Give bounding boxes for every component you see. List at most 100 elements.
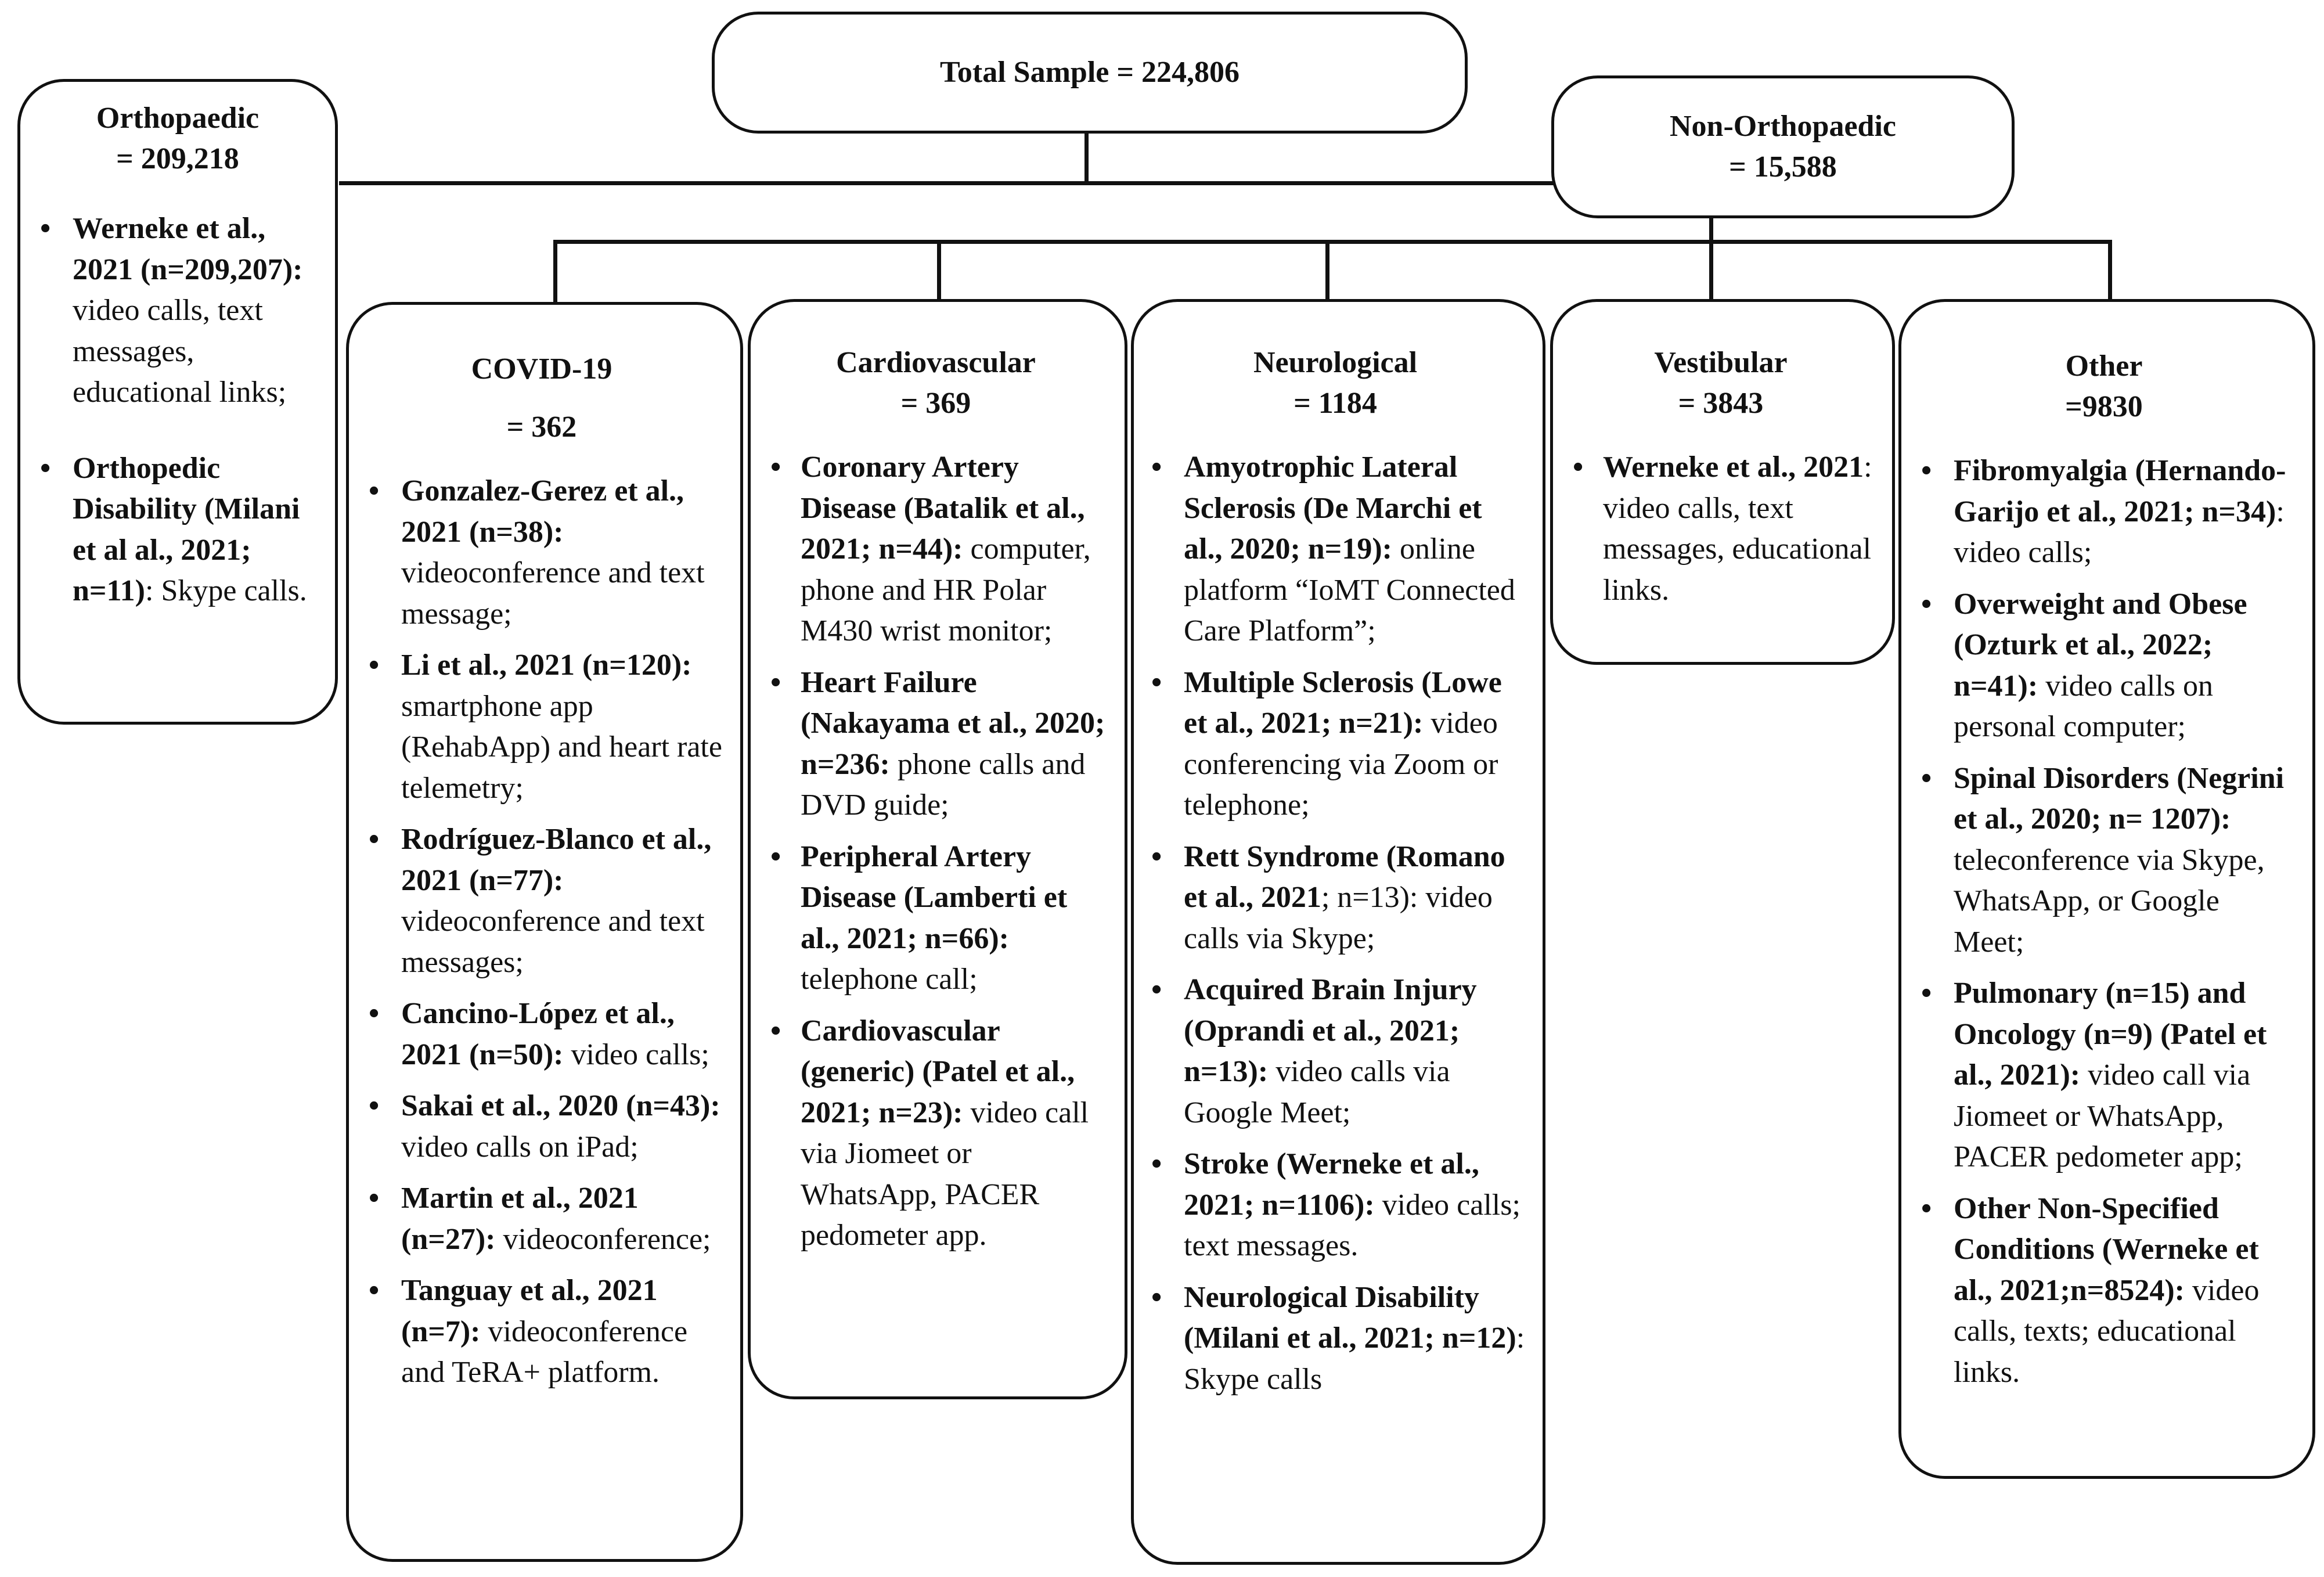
connector-cardio-down — [937, 240, 941, 299]
study-citation: Li et al., 2021 (n=120): — [401, 649, 692, 682]
connector-main-horizontal — [339, 181, 1559, 185]
list-item: • Tanguay et al., 2021 (n=7): videoconfer… — [361, 1270, 723, 1394]
study-citation: Sakai et al., 2020 (n=43): — [401, 1089, 720, 1122]
bullet: • — [369, 649, 380, 682]
study-citation: Spinal Disorders (Negrini et al., 2020; … — [1954, 761, 2285, 836]
bullet: • — [1151, 973, 1162, 1006]
list-item: • Rett Syndrome (Romano et al., 2021; n=1… — [1143, 837, 1527, 960]
study-citation: Coronary Artery Disease (Batalik et al.,… — [801, 451, 1085, 566]
study-method: phone calls and DVD guide; — [801, 747, 1086, 822]
list-item: •Martin et al., 2021 (n=27): videoconfer… — [361, 1178, 723, 1260]
bullet: • — [1921, 1191, 1932, 1225]
study-citation: Multiple Sclerosis (Lowe et al., 2021; n… — [1184, 665, 1502, 740]
study-citation: Rodríguez-Blanco et al., 2021 (n=77): — [401, 823, 712, 897]
bullet: • — [369, 1274, 380, 1307]
list-item: •Peripheral Artery Disease (Lamberti et … — [762, 837, 1109, 1000]
list-item: • Spinal Disorders (Negrini et al., 2020;… — [1913, 758, 2295, 963]
connector-vestibular-down — [1709, 240, 1713, 299]
bullet: • — [369, 474, 380, 507]
study-method: video calls; text messages. — [1184, 1188, 1520, 1263]
vestibular-list: •Werneke et al., 2021: video calls, text… — [1565, 447, 1877, 611]
covid-box: COVID-19 = 362 •Gonzalez-Gerez et al., 2… — [346, 302, 743, 1562]
study-method: video calls on personal computer; — [1954, 669, 2214, 744]
list-item: • Li et al., 2021 (n=120): smartphone app… — [361, 645, 723, 809]
vestibular-count: = 3843 — [1678, 387, 1764, 420]
covid-count: = 362 — [506, 411, 577, 444]
study-method: : Skype calls. — [145, 574, 307, 607]
cardiovascular-title: Cardiovascular — [836, 346, 1036, 379]
list-item: •Pulmonary (n=15) and Oncology (n=9) (Pa… — [1913, 973, 2295, 1178]
other-box: Other =9830 • Fibromyalgia (Hernando-Gari… — [1898, 299, 2315, 1479]
orthopaedic-count: = 209,218 — [116, 142, 239, 175]
study-citation: Fibromyalgia (Hernando-Garijo et al., 20… — [1954, 454, 2286, 528]
other-list: • Fibromyalgia (Hernando-Garijo et al., 2… — [1913, 451, 2295, 1393]
bullet: • — [1921, 454, 1932, 487]
list-item: •Werneke et al., 2021 (n=209,207): video… — [32, 208, 323, 413]
study-citation: Cancino-López et al., 2021 (n=50): — [401, 997, 675, 1071]
connector-other-down — [2108, 240, 2112, 299]
study-citation: Neurological Disability (Milani et al., … — [1184, 1280, 1516, 1355]
study-citation: Werneke et al., 2021 (n=209,207): — [73, 212, 303, 286]
other-count: =9830 — [2065, 390, 2143, 423]
connector-neuro-down — [1325, 240, 1329, 299]
bullet: • — [770, 451, 781, 484]
orthopaedic-box: Orthopaedic = 209,218 • Werneke et al., 2… — [17, 79, 338, 725]
list-item: • Orthopedic Disability (Milani et al al.… — [32, 448, 323, 612]
study-method: videoconference and TeRA+ platform. — [401, 1315, 688, 1389]
total-sample-box: Total Sample = 224,806 — [712, 12, 1468, 134]
study-citation: Heart Failure (Nakayama et al., 2020; n=… — [801, 665, 1105, 781]
neurological-count: = 1184 — [1293, 387, 1377, 420]
study-method: ; n=13): video calls via Skype; — [1184, 881, 1493, 955]
bullet: • — [770, 840, 781, 873]
orthopaedic-list: • Werneke et al., 2021 (n=209,207): video… — [32, 208, 323, 612]
study-citation: Rett Syndrome (Romano et al., 2021 — [1184, 840, 1505, 914]
list-item: •Werneke et al., 2021: video calls, text… — [1565, 447, 1877, 611]
bullet: • — [369, 823, 380, 856]
study-citation: Martin et al., 2021 (n=27): — [401, 1182, 639, 1256]
list-item: •Heart Failure (Nakayama et al., 2020; n… — [762, 663, 1109, 826]
neurological-list: • Amyotrophic Lateral Sclerosis (De March… — [1143, 447, 1527, 1400]
cardiovascular-count: = 369 — [900, 387, 971, 420]
study-citation: Orthopedic Disability (Milani et al al.,… — [73, 451, 300, 608]
neurological-title: Neurological — [1253, 346, 1418, 379]
bullet: • — [1151, 1147, 1162, 1180]
covid-list: •Gonzalez-Gerez et al., 2021 (n=38): vid… — [361, 471, 723, 1394]
study-citation: Pulmonary (n=15) and Oncology (n=9) (Pat… — [1954, 977, 2267, 1092]
vestibular-box: Vestibular = 3843 •Werneke et al., 2021:… — [1550, 299, 1895, 665]
study-method: online platform “IoMT Connected Care Pla… — [1184, 532, 1515, 647]
study-citation: Amyotrophic Lateral Sclerosis (De Marchi… — [1184, 451, 1482, 566]
bullet: • — [1151, 1280, 1162, 1314]
list-item: • Multiple Sclerosis (Lowe et al., 2021; … — [1143, 663, 1527, 826]
list-item: • Acquired Brain Injury (Oprandi et al., … — [1143, 970, 1527, 1133]
study-method: video calls, texts; educational links. — [1954, 1273, 2260, 1389]
study-citation: Tanguay et al., 2021 (n=7): — [401, 1274, 658, 1348]
study-method: video call via Jiomeet or WhatsApp, PACE… — [1954, 1058, 2251, 1173]
bullet: • — [1151, 665, 1162, 699]
study-citation: Overweight and Obese (Ozturk et al., 202… — [1954, 587, 2247, 703]
study-method: smartphone app (RehabApp) and heart rate… — [401, 689, 722, 805]
list-item: •Cardiovascular (generic) (Patel et al.,… — [762, 1011, 1109, 1256]
bullet: • — [1573, 451, 1584, 484]
study-citation: Acquired Brain Injury (Oprandi et al., 2… — [1184, 973, 1477, 1088]
orthopaedic-title: Orthopaedic — [96, 102, 260, 135]
bullet: • — [1921, 761, 1932, 795]
list-item: •Stroke (Werneke et al., 2021; n=1106): … — [1143, 1144, 1527, 1267]
other-title: Other — [2065, 350, 2143, 383]
list-item: •Gonzalez-Gerez et al., 2021 (n=38): vid… — [361, 471, 723, 635]
non-orthopaedic-box: Non-Orthopaedic = 15,588 — [1551, 75, 2015, 218]
bullet: • — [1151, 840, 1162, 873]
list-item: •Rodríguez-Blanco et al., 2021 (n=77): v… — [361, 819, 723, 983]
study-method: videoconference; — [495, 1222, 711, 1256]
study-citation: Stroke (Werneke et al., 2021; n=1106): — [1184, 1147, 1479, 1222]
study-method: video calls, text messages, educational … — [73, 294, 287, 409]
connector-nonortho-down — [1709, 218, 1713, 243]
study-method: video conferencing via Zoom or telephone… — [1184, 707, 1498, 822]
list-item: •Other Non-Specified Conditions (Werneke… — [1913, 1189, 2295, 1394]
connector-covid-down — [553, 240, 557, 305]
study-citation: Cardiovascular (generic) (Patel et al., … — [801, 1014, 1075, 1129]
list-item: •Sakai et al., 2020 (n=43): video calls … — [361, 1086, 723, 1168]
non-orthopaedic-title: Non-Orthopaedic — [1670, 110, 1896, 143]
bullet: • — [40, 451, 51, 485]
total-sample-label: Total Sample = 224,806 — [940, 56, 1240, 89]
list-item: •Overweight and Obese (Ozturk et al., 20… — [1913, 584, 2295, 748]
